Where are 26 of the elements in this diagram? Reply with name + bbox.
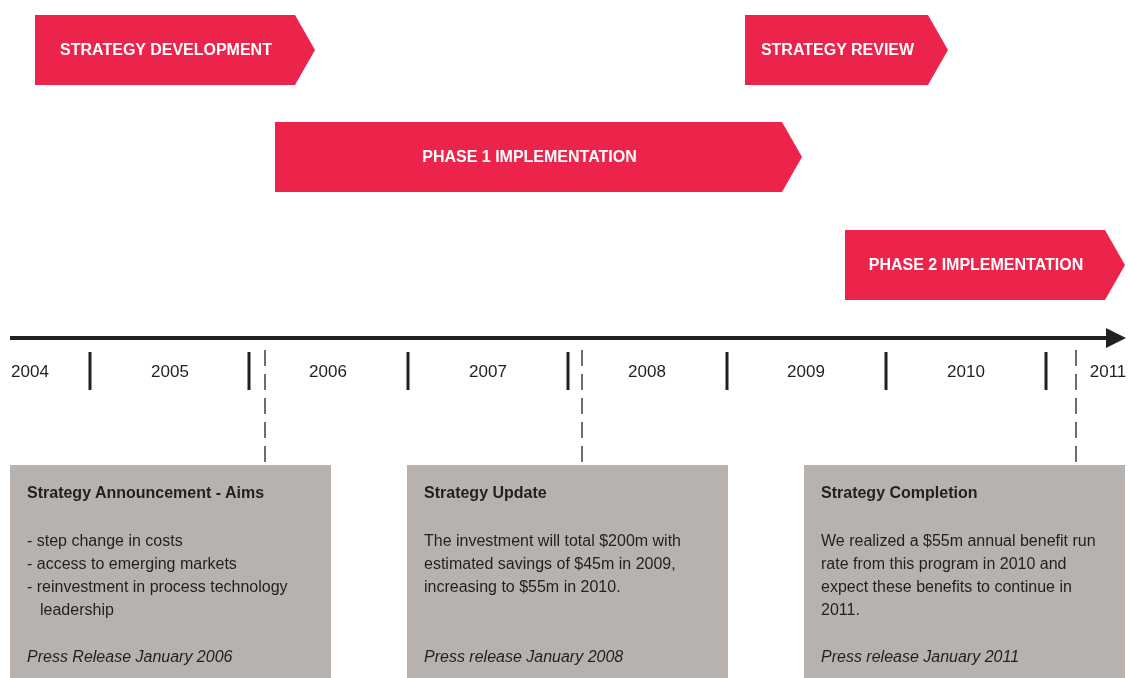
year-label: 2006	[309, 362, 347, 382]
card-heading: Strategy Completion	[821, 483, 979, 503]
year-label: 2007	[469, 362, 507, 382]
phase-label: PHASE 1 IMPLEMENTATION	[422, 148, 638, 166]
source-note: Press release January 2011	[821, 647, 1020, 667]
card-text: The investment will total $200m with estimated savings of $45m in 2009, increasing to $55m in 2010.	[424, 531, 682, 597]
card-heading: Strategy Update	[424, 483, 548, 503]
note-card	[10, 465, 331, 678]
year-label: 2005	[151, 362, 189, 382]
note-card	[407, 465, 728, 678]
source-note: Press release January 2008	[424, 647, 624, 667]
year-label: 2004	[11, 362, 49, 382]
year-label: 2010	[947, 362, 985, 382]
card-heading: Strategy Announcement - Aims	[27, 483, 266, 503]
phase-label: STRATEGY DEVELOPMENT	[60, 41, 273, 59]
card-text: We realized a $55m annual benefit run rate from this program in 2010 and expect these benefits to continue in 2011.	[821, 531, 1097, 620]
card-text: - access to emerging markets	[27, 554, 238, 574]
year-label: 2008	[628, 362, 666, 382]
year-label: 2009	[787, 362, 825, 382]
source-note: Press Release January 2006	[27, 647, 233, 667]
card-text: - reinvestment in process technology leadership	[27, 577, 289, 620]
year-label: 2011	[1089, 362, 1127, 382]
phase-label: STRATEGY REVIEW	[760, 41, 916, 59]
card-text: - step change in costs	[27, 531, 184, 551]
phase-label: PHASE 2 IMPLEMENTATION	[868, 256, 1085, 274]
note-card	[804, 465, 1125, 678]
